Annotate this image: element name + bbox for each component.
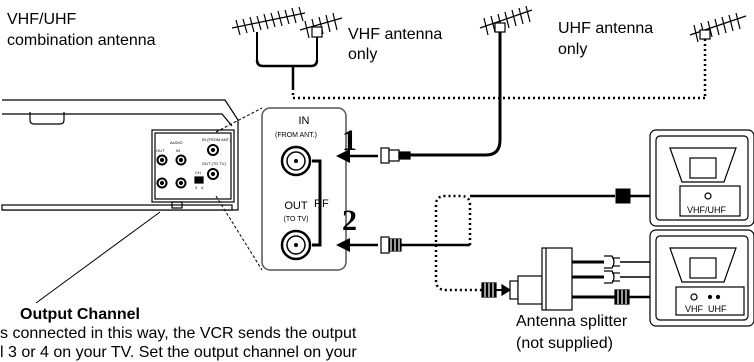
dotted-antenna-feed-line [291, 88, 705, 100]
vcr-ch3-label: 3 [195, 185, 198, 190]
tv2-uhf-label: UHF [708, 304, 727, 314]
antenna-splitter-icon [509, 247, 630, 311]
output-channel-leader [35, 211, 161, 304]
uhf-antenna-label-1: UHF antenna [558, 20, 654, 37]
vcr-in-label: IN [176, 148, 180, 153]
vhf-antenna-icon [410, 5, 533, 157]
tv1-cable [470, 188, 660, 204]
tv2-vhf-label: VHF [685, 304, 704, 314]
vcr-out-label: OUT [156, 148, 165, 153]
rf-terminal-panel: IN (FROM ANT.) OUT (TO TV) RF [261, 107, 347, 271]
tv-2-rear [649, 229, 754, 327]
rf-in-jack [280, 145, 312, 177]
tv1-vhf-uhf-label: VHF/UHF [687, 205, 726, 215]
output-channel-heading: Output Channel [20, 306, 140, 323]
uhf-antenna-label-2: only [558, 41, 588, 58]
vcr-rf-in-label: IN (FROM ANT.) [202, 137, 232, 142]
body-text-line-1: s connected in this way, the VCR sends t… [0, 325, 357, 342]
uhf-antenna-icon [689, 12, 747, 98]
combo-antenna-label-2: combination antenna [7, 32, 156, 49]
rf-in-sub-label: (FROM ANT.) [275, 132, 317, 139]
zoom-guide-lines [215, 107, 263, 271]
splitter-label-1: Antenna splitter [516, 313, 628, 330]
vcr-ch-label: CH [195, 170, 201, 175]
vhf-antenna-label-1: VHF antenna [348, 26, 443, 43]
vcr-ch4-label: 4 [201, 185, 204, 190]
step-2-arrow [336, 238, 378, 252]
step-1-cable-connector [380, 147, 411, 164]
connection-diagram: AUDIO OUT IN CH 3 4 IN (FROM ANT.) OUT (… [1, 5, 754, 327]
rf-out-label: OUT [284, 200, 308, 212]
vcr-audio-label: AUDIO [170, 140, 183, 145]
rf-out-jack [280, 229, 312, 261]
step-2-number: 2 [342, 204, 357, 237]
step-2-cable-connector [380, 194, 482, 292]
combo-antenna-icon [231, 6, 343, 88]
vhf-antenna-label-2: only [348, 46, 378, 63]
rf-out-sub-label: (TO TV) [283, 216, 308, 223]
combo-antenna-label-1: VHF/UHF [7, 11, 77, 28]
rf-in-label: IN [299, 115, 310, 127]
vcr-rf-out-label: OUT (TO TV) [202, 161, 226, 166]
tv-1-rear [649, 129, 754, 227]
vcr-rear-illustration [1, 99, 239, 211]
splitter-input-connector [481, 282, 512, 298]
splitter-label-2: (not supplied) [516, 335, 613, 352]
vcr-panel-labels: AUDIO OUT IN CH 3 4 IN (FROM ANT.) OUT (… [156, 137, 232, 190]
step-1-number: 1 [342, 124, 357, 157]
rf-label: RF [314, 198, 329, 210]
step-1-arrow [336, 149, 378, 163]
